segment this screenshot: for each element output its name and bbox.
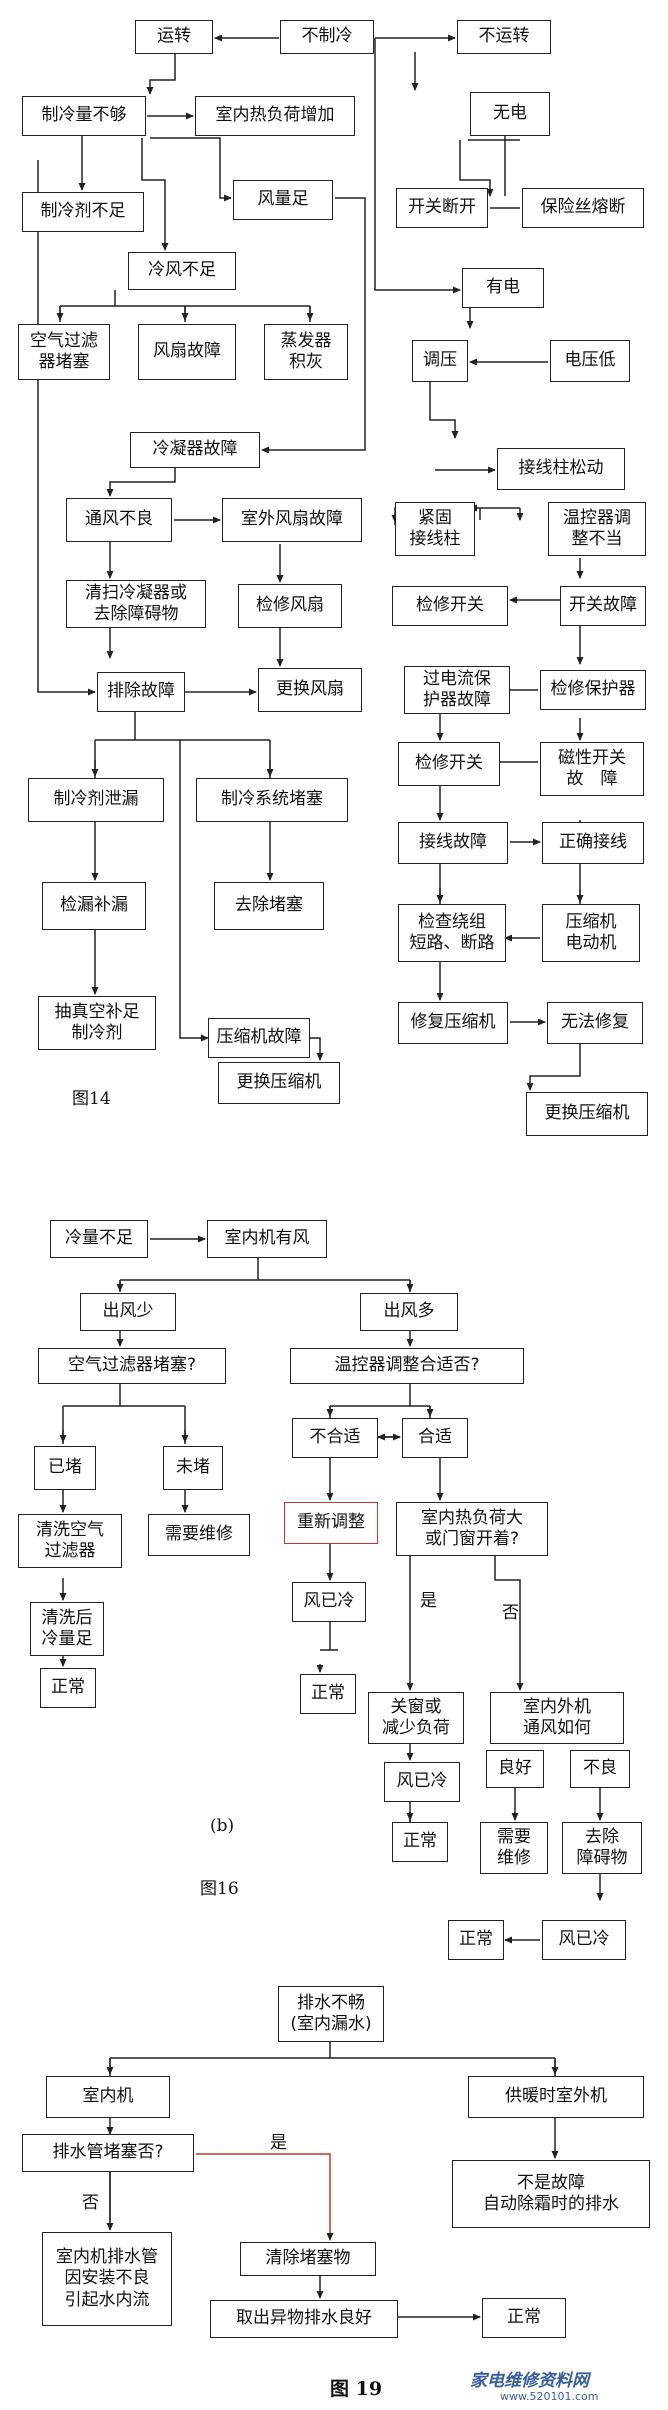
node-fan-fault: 风扇故障 [138,324,236,380]
figure-16-caption: 图16 [200,1879,239,1899]
node-thermostat-misadjusted: 温控器调 整不当 [548,502,646,556]
node-leak-repair: 检漏补漏 [42,882,146,930]
node-poor: 不良 [570,1750,630,1788]
node-normal-1: 正常 [40,1668,96,1708]
node-suitable: 合适 [402,1418,468,1458]
node-switch-fault: 开关故障 [560,586,646,626]
node-replace-fan: 更换风扇 [258,668,362,712]
watermark-url: www.520101.com [500,2390,599,2403]
node-remove-obstacle: 去除 障碍物 [562,1822,642,1874]
node-normal-2: 正常 [300,1674,356,1714]
node-vacuum-refill: 抽真空补足 制冷剂 [38,996,156,1050]
watermark-text: 家电维修资料网 [470,2371,589,2391]
node-magnetic-switch-fault: 磁性开关 故 障 [540,742,644,796]
node-check-windings: 检查绕组 短路、断路 [398,904,506,962]
node-bad-installation: 室内机排水管 因安装不良 引起水内流 [42,2232,172,2326]
node-replace-compressor: 更换压缩机 [218,1062,340,1104]
node-compressor-motor: 压缩机 电动机 [542,904,640,962]
label-yes: 是 [420,1591,437,1611]
node-needs-repair: 需要维修 [148,1514,250,1556]
figure-14-caption: 图14 [72,1089,111,1109]
node-heating-outdoor: 供暖时室外机 [468,2076,644,2118]
node-switch-off: 开关断开 [396,188,488,228]
node-troubleshoot: 排除故障 [97,672,185,712]
node-poor-drainage: 排水不畅 (室内漏水) [278,1986,384,2042]
node-air-cold-2: 风已冷 [384,1762,460,1802]
label-no-19: 否 [82,2193,99,2213]
label-no: 否 [502,1603,519,1623]
node-normal-3: 正常 [392,1822,448,1862]
node-normal-19: 正常 [482,2298,566,2338]
node-indoor-has-air: 室内机有风 [207,1220,327,1258]
node-filter-clogged-question: 空气过滤器堵塞? [38,1348,226,1384]
node-running: 运转 [135,20,213,54]
node-refrigerant-leak: 制冷剂泄漏 [28,778,164,822]
node-air-cold-1: 风已冷 [292,1582,366,1622]
node-indoor-heat-load: 室内热负荷增加 [195,96,355,136]
node-evaporator-dust: 蒸发器 积灰 [264,324,348,380]
node-condenser-fault: 冷凝器故障 [130,432,260,468]
node-needs-repair-2: 需要 维修 [480,1822,548,1874]
node-repair-switch-2: 检修开关 [398,742,500,786]
node-cannot-repair: 无法修复 [547,1002,643,1044]
node-repair-fan: 检修风扇 [238,584,342,628]
node-clear-blockage: 清除堵塞物 [240,2242,376,2276]
node-cooling-low: 冷量不足 [50,1220,148,1258]
node-cold-air-low: 冷风不足 [128,252,236,290]
node-repair-switch-1: 检修开关 [392,586,508,626]
node-fuse-blown: 保险丝熔断 [522,188,644,228]
node-wiring-fault: 接线故障 [398,822,508,864]
node-not-running: 不运转 [457,20,551,54]
node-high-airflow: 出风多 [360,1293,458,1331]
node-heavy-heat-load-question: 室内热负荷大 或门窗开着? [396,1502,548,1556]
node-repair-compressor: 修复压缩机 [398,1002,508,1044]
node-loose-terminal: 接线柱松动 [497,448,625,490]
node-air-filter-clogged: 空气过滤 器堵塞 [18,324,110,380]
node-insufficient-cooling: 制冷量不够 [22,96,146,136]
node-air-cold-3: 风已冷 [542,1920,626,1960]
node-replace-compressor-2: 更换压缩机 [526,1092,648,1136]
node-voltage-regulate: 调压 [412,340,468,382]
node-thermostat-ok-question: 温控器调整合适否? [290,1348,524,1384]
node-system-clogged: 制冷系统堵塞 [196,778,348,822]
node-indoor-unit: 室内机 [46,2076,170,2118]
node-airflow-ok: 风量足 [233,180,333,220]
node-close-windows: 关窗或 减少负荷 [368,1692,464,1744]
label-yes-19: 是 [270,2133,287,2153]
node-repair-protector: 检修保护器 [540,670,646,710]
figure-19-caption: 图 19 [330,2378,383,2400]
node-normal-4: 正常 [448,1920,504,1960]
node-not-clogged: 未堵 [163,1446,223,1490]
node-not-a-fault: 不是故障 自动除霜时的排水 [452,2160,650,2228]
node-no-cooling: 不制冷 [280,20,374,54]
node-good: 良好 [486,1750,544,1788]
node-low-voltage: 电压低 [550,340,630,382]
node-tighten-terminal: 紧固 接线柱 [395,502,475,556]
node-has-power: 有电 [462,268,544,308]
node-poor-ventilation: 通风不良 [66,498,172,542]
node-low-airflow: 出风少 [80,1293,176,1331]
node-clean-condenser: 清扫冷凝器或 去除障碍物 [66,580,206,628]
node-clogged: 已堵 [34,1446,96,1490]
node-remove-clog: 去除堵塞 [214,882,324,930]
node-no-power: 无电 [470,92,550,136]
node-after-cleaning: 清洗后 冷量足 [30,1602,104,1656]
figure-16-subcaption: (b) [210,1816,235,1836]
node-drain-clogged-question: 排水管堵塞否? [22,2134,194,2172]
node-clean-air-filter: 清洗空气 过滤器 [18,1514,122,1568]
node-overcurrent-protector-fault: 过电流保 护器故障 [404,666,510,714]
node-not-suitable: 不合适 [292,1418,378,1458]
node-outdoor-fan-fault: 室外风扇故障 [222,498,362,542]
node-check-ventilation: 室内外机 通风如何 [490,1692,624,1744]
node-remove-foreign-object: 取出异物排水良好 [210,2300,398,2338]
node-readjust: 重新调整 [284,1502,378,1544]
node-refrigerant-low: 制冷剂不足 [22,192,144,232]
node-compressor-fault: 压缩机故障 [208,1018,310,1058]
node-correct-wiring: 正确接线 [542,822,644,864]
